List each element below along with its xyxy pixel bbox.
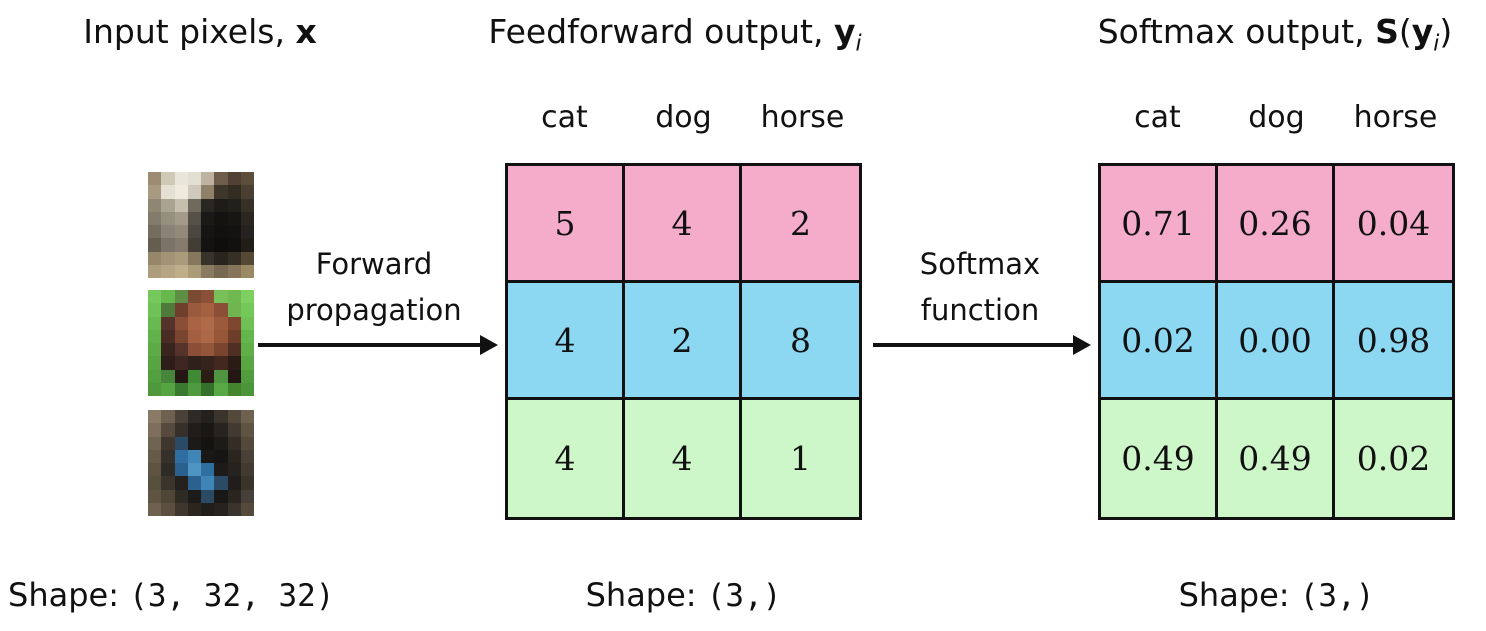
horse-image <box>148 290 254 396</box>
feedforward-title-sub-i: i <box>855 31 862 57</box>
softmax-cell-dog-row1: 0.26 <box>1218 166 1335 283</box>
feedforward-output-title: Feedforward output, yi <box>480 12 870 57</box>
cat-image <box>148 172 254 278</box>
softmax-title-math-s: S <box>1375 12 1399 51</box>
input-shape-value: (3, 32, 32) <box>129 578 335 614</box>
softmax-label-line1: Softmax <box>919 247 1041 281</box>
softmax-function-arrow <box>873 335 1091 355</box>
feedforward-cell-horse-row1: 2 <box>742 166 859 283</box>
input-title-math-x: x <box>295 12 317 51</box>
feedforward-shape-value: (3,) <box>706 578 782 614</box>
feedforward-header-dog: dog <box>655 100 712 135</box>
forward-label-line1: Forward <box>315 247 433 281</box>
softmax-header-cat: cat <box>1134 100 1181 135</box>
feedforward-shape-label: Shape: (3,) <box>505 576 862 614</box>
feedforward-cell-horse-row2: 8 <box>742 283 859 400</box>
softmax-output-title: Softmax output, S(yi) <box>1080 12 1470 57</box>
dog-image <box>148 410 254 516</box>
softmax-shape-label: Shape: (3,) <box>1098 576 1455 614</box>
softmax-title-paren-open: ( <box>1398 12 1412 51</box>
softmax-shape-word: Shape: <box>1178 576 1290 614</box>
softmax-cell-dog-row3: 0.49 <box>1218 400 1335 517</box>
feedforward-cell-horse-row3: 1 <box>742 400 859 517</box>
feedforward-cell-cat-row2: 4 <box>508 283 625 400</box>
softmax-cell-cat-row2: 0.02 <box>1101 283 1218 400</box>
input-title-text: Input pixels, <box>83 12 285 51</box>
input-shape-word: Shape: <box>8 576 119 614</box>
forward-label-line2: propagation <box>286 293 462 328</box>
feedforward-title-text: Feedforward output, <box>488 12 824 51</box>
softmax-cell-horse-row3: 0.02 <box>1335 400 1452 517</box>
softmax-function-label: Softmax function <box>868 241 1092 334</box>
softmax-title-math-y: y <box>1411 12 1434 51</box>
softmax-header-horse: horse <box>1353 100 1438 135</box>
feedforward-column-headers: cat dog horse <box>505 100 862 135</box>
softmax-cell-cat-row1: 0.71 <box>1101 166 1218 283</box>
softmax-cell-cat-row3: 0.49 <box>1101 400 1218 517</box>
softmax-title-paren-close: ) <box>1439 12 1453 51</box>
feedforward-cell-dog-row3: 4 <box>625 400 742 517</box>
forward-propagation-label: Forward propagation <box>262 241 486 334</box>
feedforward-table: 5 4 2 4 2 8 4 4 1 <box>505 163 862 520</box>
forward-propagation-arrow <box>258 335 498 355</box>
softmax-shape-value: (3,) <box>1299 578 1375 614</box>
input-pixels-title: Input pixels, x <box>40 12 360 51</box>
feedforward-cell-cat-row3: 4 <box>508 400 625 517</box>
feedforward-cell-dog-row2: 2 <box>625 283 742 400</box>
softmax-table: 0.71 0.26 0.04 0.02 0.00 0.98 0.49 0.49 … <box>1098 163 1455 520</box>
softmax-cell-horse-row2: 0.98 <box>1335 283 1452 400</box>
softmax-cell-dog-row2: 0.00 <box>1218 283 1335 400</box>
softmax-label-line2: function <box>920 293 1040 328</box>
feedforward-header-cat: cat <box>541 100 588 135</box>
feedforward-cell-dog-row1: 4 <box>625 166 742 283</box>
softmax-header-dog: dog <box>1248 100 1305 135</box>
softmax-column-headers: cat dog horse <box>1098 100 1455 135</box>
input-shape-label: Shape: (3, 32, 32) <box>8 576 334 614</box>
feedforward-title-math-y: y <box>833 12 856 51</box>
feedforward-header-horse: horse <box>760 100 845 135</box>
softmax-cell-horse-row1: 0.04 <box>1335 166 1452 283</box>
softmax-title-text: Softmax output, <box>1097 12 1365 51</box>
feedforward-shape-word: Shape: <box>585 576 697 614</box>
feedforward-cell-cat-row1: 5 <box>508 166 625 283</box>
softmax-title-sub-i: i <box>1433 31 1440 57</box>
